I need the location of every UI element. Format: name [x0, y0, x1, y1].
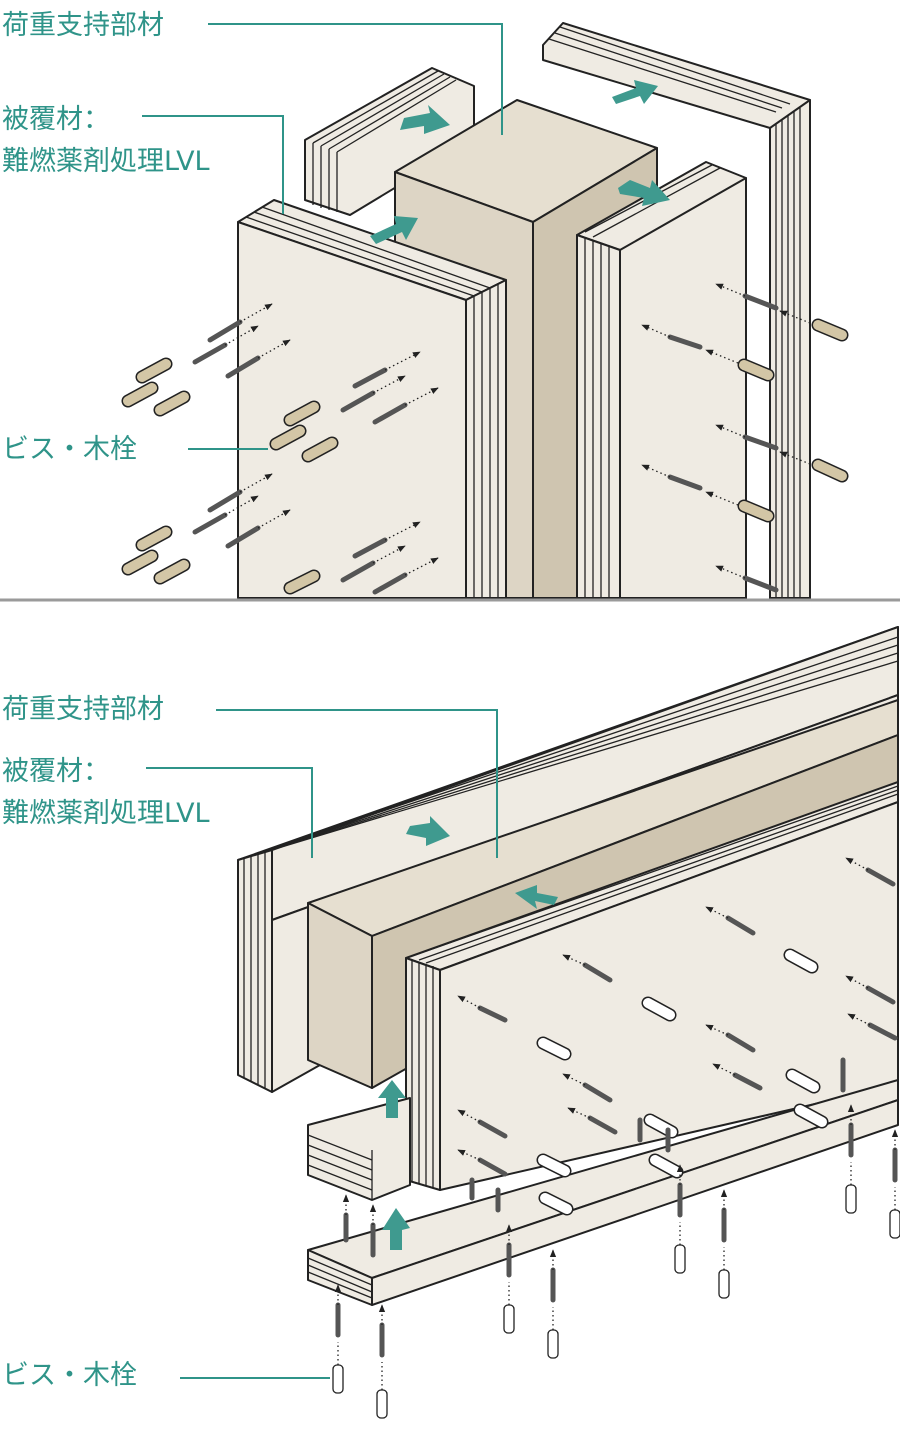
column-dowels-left	[121, 357, 339, 595]
cover-panel-back-left	[304, 67, 475, 216]
column-screws-left	[192, 303, 439, 595]
column-labels: 荷重支持部材 被覆材： 難燃薬剤処理LVL ビス・木栓	[2, 10, 503, 465]
label-cover-material: 被覆材：	[2, 104, 110, 135]
cover-panel-front-right	[576, 161, 747, 599]
leader-load-bearing-member	[208, 23, 503, 135]
beam-label-load-bearing-member: 荷重支持部材	[2, 694, 164, 725]
column-figure: 荷重支持部材 被覆材： 難燃薬剤処理LVL ビス・木栓	[2, 10, 849, 599]
beam-leader-cover-material	[146, 767, 313, 858]
column-screws-right	[641, 283, 811, 593]
column-dowels-right	[737, 318, 849, 523]
beam-dowels-bottom	[332, 1162, 900, 1419]
label-load-bearing-member: 荷重支持部材	[2, 10, 164, 41]
assembly-arrows	[370, 80, 670, 244]
beam-cover-panel-front	[405, 781, 899, 1191]
beam-leader-load-bearing-member	[216, 709, 498, 858]
label-screws-dowels: ビス・木栓	[2, 434, 137, 465]
cover-panel-front-left	[237, 199, 507, 599]
beam-screws-side	[457, 857, 898, 1177]
beam-label-screws-dowels: ビス・木栓	[2, 1360, 137, 1391]
beam-dowels-side	[536, 948, 829, 1216]
beam-figure: 荷重支持部材 被覆材： 難燃薬剤処理LVL ビス・木栓	[2, 626, 900, 1419]
label-cover-material-detail: 難燃薬剤処理LVL	[2, 146, 210, 177]
beam-label-cover-material: 被覆材：	[2, 756, 110, 787]
leader-cover-material	[142, 115, 284, 214]
beam-labels: 荷重支持部材 被覆材： 難燃薬剤処理LVL ビス・木栓	[2, 694, 498, 1391]
beam-assembly-arrows	[378, 816, 558, 1250]
beam-screws-bottom	[334, 1057, 899, 1358]
beam-bottom-cover-boards	[307, 1079, 899, 1306]
beam-label-cover-material-detail: 難燃薬剤処理LVL	[2, 798, 210, 829]
cover-panel-back-right	[542, 22, 811, 599]
